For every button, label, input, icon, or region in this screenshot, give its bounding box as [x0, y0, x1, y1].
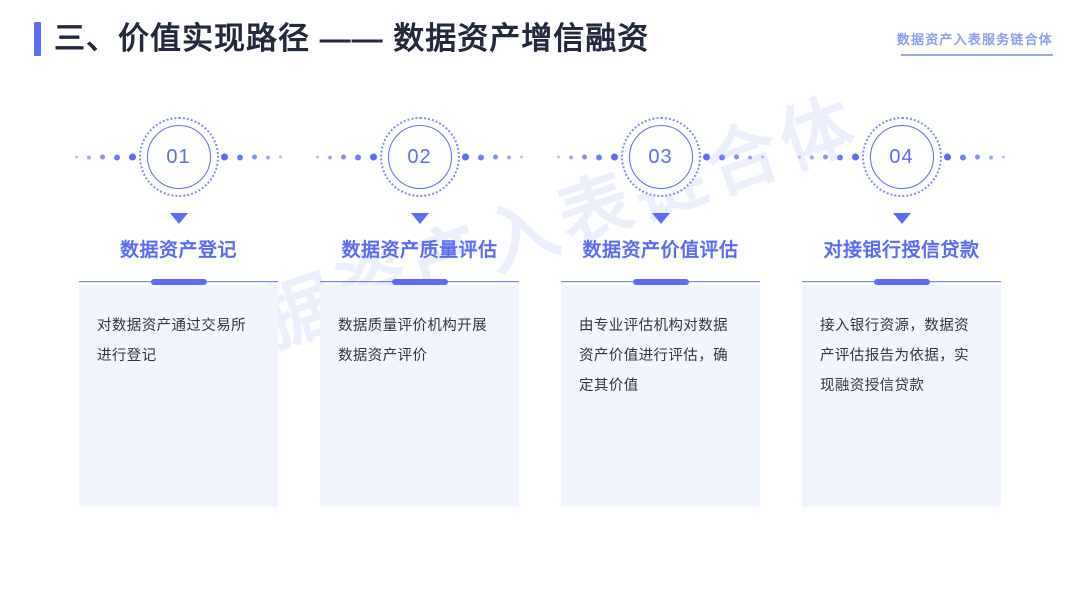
connector-dots-right-icon: [703, 153, 764, 161]
connector-dots-right-icon: [221, 153, 282, 161]
down-arrow-icon: [169, 213, 188, 224]
divider-center-bar: [632, 278, 689, 285]
step-number-label: 03: [648, 146, 673, 168]
step-number-label: 02: [407, 146, 432, 168]
step-card: 数据质量评价机构开展数据资产评价: [320, 284, 519, 507]
divider-center-bar: [150, 278, 207, 285]
page-title: 三、价值实现路径 —— 数据资产增信融资: [34, 22, 649, 56]
divider-center-bar: [391, 278, 448, 285]
step-number-circle: 01: [138, 117, 219, 197]
step-marker: 02: [316, 112, 523, 202]
down-arrow-icon: [651, 213, 670, 224]
step-card-text: 接入银行资源，数据资产评估报告为依据，实现融资授信贷款: [820, 317, 969, 394]
step-number-label: 04: [889, 146, 914, 168]
step-number-inner-ring: 02: [387, 125, 452, 189]
step-card-text: 数据质量评价机构开展数据资产评价: [338, 317, 487, 364]
page-title-text: 三、价值实现路径 —— 数据资产增信融资: [54, 21, 650, 56]
step-marker: 04: [798, 112, 1005, 202]
connector-dots-left-icon: [75, 153, 136, 161]
step-number-label: 01: [166, 146, 191, 168]
step-list: 01 数据资产登记 对数据资产通过交易所进行登记: [0, 112, 1080, 507]
connector-dots-left-icon: [316, 153, 377, 161]
step-heading: 数据资产质量评估: [341, 240, 498, 261]
step-number-inner-ring: 03: [628, 125, 693, 189]
step-number-inner-ring: 01: [146, 125, 211, 189]
step-marker: 01: [75, 112, 282, 202]
step-item[interactable]: 01 数据资产登记 对数据资产通过交易所进行登记: [75, 112, 282, 507]
step-item[interactable]: 02 数据资产质量评估 数据质量评价机构开展数据资产评价: [316, 112, 523, 507]
corner-brand-tag-label: 数据资产入表服务链合体: [896, 32, 1053, 47]
down-arrow-icon: [892, 213, 911, 224]
step-number-circle: 02: [379, 117, 460, 197]
step-card: 对数据资产通过交易所进行登记: [79, 284, 278, 507]
step-item[interactable]: 04 对接银行授信贷款 接入银行资源，数据资产评估报告为依据，实现融资授信贷款: [798, 112, 1005, 507]
connector-dots-left-icon: [557, 153, 618, 161]
step-heading: 数据资产登记: [119, 240, 237, 261]
step-divider: [79, 278, 278, 285]
corner-brand-tag-underline: [901, 54, 1053, 56]
down-arrow-icon: [410, 213, 429, 224]
step-card: 由专业评估机构对数据资产价值进行评估，确定其价值: [561, 284, 760, 507]
step-card-text: 对数据资产通过交易所进行登记: [97, 317, 246, 364]
step-divider: [320, 278, 519, 285]
connector-dots-left-icon: [798, 153, 859, 161]
divider-center-bar: [873, 278, 930, 285]
step-number-circle: 03: [620, 117, 701, 197]
step-card: 接入银行资源，数据资产评估报告为依据，实现融资授信贷款: [802, 284, 1001, 507]
step-marker: 03: [557, 112, 764, 202]
title-accent-bar: [34, 22, 41, 56]
connector-dots-right-icon: [462, 153, 523, 161]
step-divider: [802, 278, 1001, 285]
step-divider: [561, 278, 760, 285]
step-number-inner-ring: 04: [869, 125, 934, 189]
step-number-circle: 04: [861, 117, 942, 197]
corner-brand-tag: 数据资产入表服务链合体: [897, 29, 1053, 56]
step-card-text: 由专业评估机构对数据资产价值进行评估，确定其价值: [579, 317, 728, 394]
step-heading: 对接银行授信贷款: [823, 240, 980, 261]
step-item[interactable]: 03 数据资产价值评估 由专业评估机构对数据资产价值进行评估，确定其价值: [557, 112, 764, 507]
connector-dots-right-icon: [944, 153, 1005, 161]
step-heading: 数据资产价值评估: [582, 240, 739, 261]
